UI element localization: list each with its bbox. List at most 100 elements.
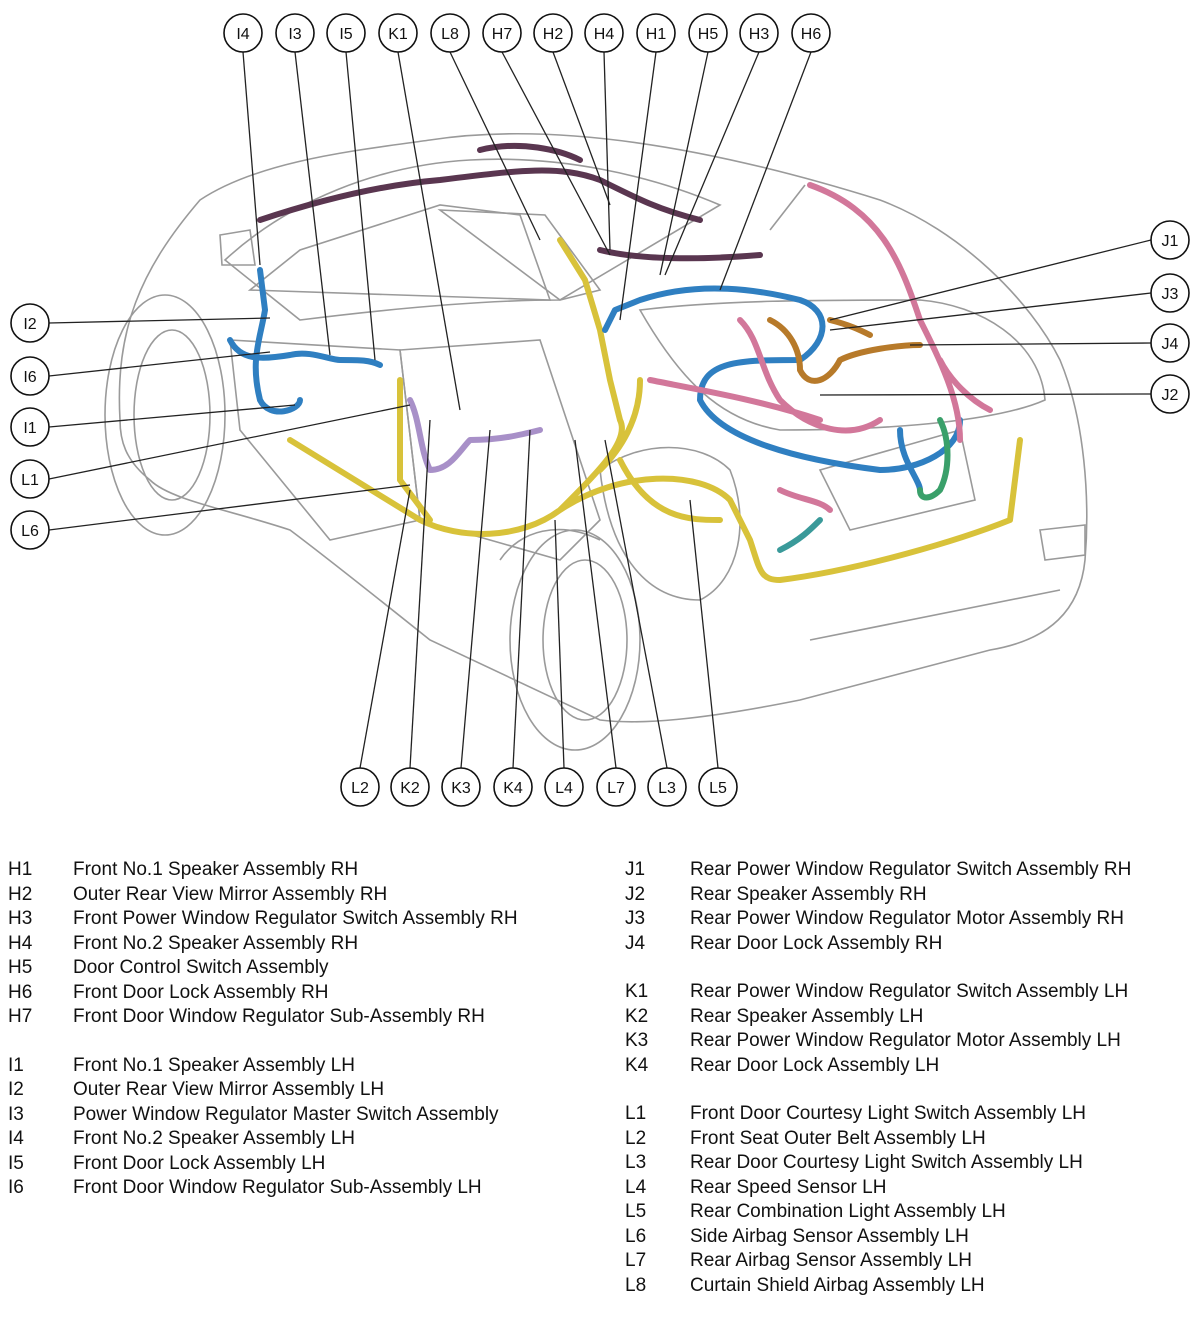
legend-code: K3 (625, 1030, 649, 1051)
callout-circle (340, 767, 380, 807)
leader-line-i6 (48, 351, 271, 377)
rear-reflector (1039, 524, 1086, 561)
callout-l5: L5 (698, 767, 738, 807)
leader-line-i1 (48, 404, 296, 428)
blue-front-harness (227, 267, 963, 493)
callout-l1: L1 (10, 459, 50, 499)
callout-circle (326, 13, 366, 53)
leader-line-j1 (829, 239, 1152, 321)
legend-code: L8 (625, 1274, 647, 1296)
legend-description: Rear Airbag Sensor Assembly LH (690, 1250, 972, 1271)
legend-description: Rear Power Window Regulator Switch Assem… (690, 859, 1132, 880)
legend-description: Front No.2 Speaker Assembly LH (73, 1128, 355, 1149)
callout-circle (441, 767, 481, 807)
harness-group (227, 142, 1023, 583)
callout-circle (482, 13, 522, 53)
teal-bumper-harness (777, 517, 823, 553)
callout-j3: J3 (1150, 273, 1190, 313)
leader-line-l7 (574, 439, 617, 769)
callout-h7: H7 (482, 13, 522, 53)
callout-text: L5 (709, 780, 727, 797)
legend-description: Rear Speaker Assembly LH (690, 1005, 924, 1027)
leader-line-h7 (501, 51, 611, 256)
callout-k1: K1 (378, 13, 418, 53)
callout-circle (493, 767, 533, 807)
leader-line-l8 (449, 51, 541, 241)
legend-code: L5 (625, 1201, 647, 1222)
callout-text: L3 (658, 780, 676, 797)
legend-description: Front Door Lock Assembly LH (73, 1152, 326, 1174)
leader-line-j2 (819, 393, 1152, 396)
callout-circle (10, 303, 50, 343)
callout-i1: I1 (10, 407, 50, 447)
brown-rear-door-harness (767, 317, 923, 384)
callout-h5: H5 (688, 13, 728, 53)
callout-circle (1150, 374, 1190, 414)
leader-line-j4 (909, 342, 1152, 346)
callout-l8: L8 (430, 13, 470, 53)
legend-code: H6 (8, 981, 33, 1003)
legend-description: Rear Speed Sensor LH (690, 1176, 887, 1198)
leader-line-h6 (719, 51, 812, 291)
callout-text: L6 (21, 523, 39, 540)
legend-description: Front Door Window Regulator Sub-Assembly… (73, 1177, 482, 1198)
callout-circle (739, 13, 779, 53)
rear-side-window (437, 209, 602, 301)
roof-glass (223, 158, 722, 321)
callout-text: K1 (388, 26, 408, 43)
callout-text: H6 (801, 26, 822, 43)
leader-line-h1 (619, 51, 657, 321)
callout-text: K2 (400, 780, 420, 797)
legend-description: Door Control Switch Assembly (73, 957, 329, 978)
callout-text: L8 (441, 26, 459, 43)
legend-code: K4 (625, 1054, 649, 1076)
callout-circle (636, 13, 676, 53)
callout-h2: H2 (533, 13, 573, 53)
legend-code: I2 (8, 1079, 24, 1100)
callout-circle (10, 407, 50, 447)
leader-line-i2 (48, 317, 271, 324)
callout-circle (1150, 273, 1190, 313)
legend-code: H2 (8, 883, 33, 905)
legend-description: Front No.1 Speaker Assembly RH (73, 859, 359, 880)
callout-l4: L4 (544, 767, 584, 807)
callout-text: I6 (23, 369, 36, 386)
callout-circle (584, 13, 624, 53)
legend-code: H7 (8, 1006, 33, 1027)
callout-i3: I3 (275, 13, 315, 53)
leader-lines (48, 51, 1152, 769)
callout-j4: J4 (1150, 323, 1190, 363)
legend-description: Curtain Shield Airbag Assembly LH (690, 1274, 985, 1296)
legend-code: I5 (8, 1152, 24, 1174)
legend-description: Front No.2 Speaker Assembly RH (73, 932, 359, 954)
side-mirror (219, 229, 256, 266)
callout-text: L1 (21, 472, 39, 489)
leader-line-h5 (659, 51, 709, 276)
callout-text: K4 (503, 780, 523, 797)
callout-text: H2 (543, 26, 564, 43)
legend-code: I6 (8, 1177, 24, 1198)
legend-description: Rear Power Window Regulator Motor Assemb… (690, 908, 1124, 929)
rear-bumper-line (809, 589, 1061, 641)
legend-description: Front Power Window Regulator Switch Asse… (73, 908, 518, 929)
callout-circle (688, 13, 728, 53)
callout-j2: J2 (1150, 374, 1190, 414)
legend-code: L3 (625, 1152, 647, 1173)
legend-code: L1 (625, 1103, 647, 1124)
leader-line-l5 (689, 499, 719, 769)
